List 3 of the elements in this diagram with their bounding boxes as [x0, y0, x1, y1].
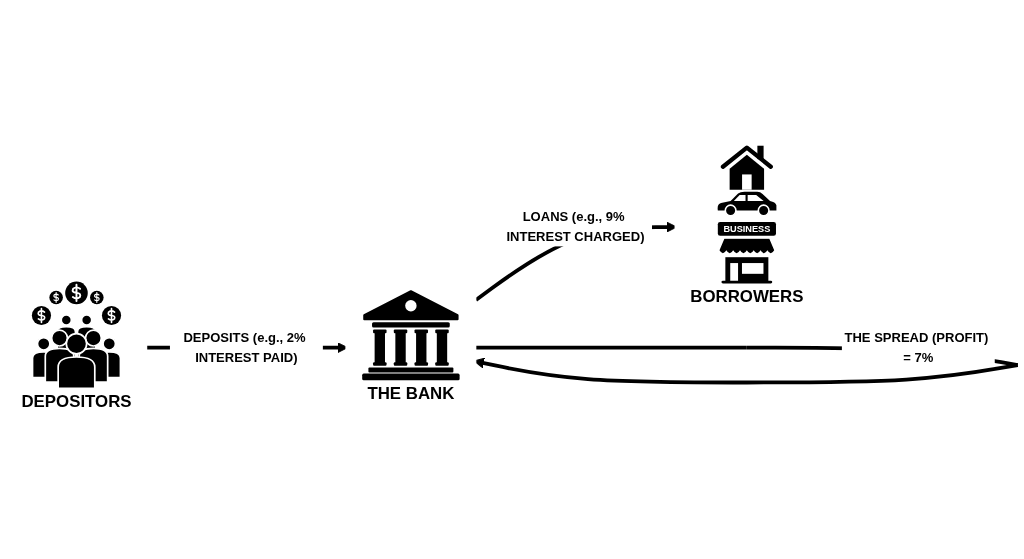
edge-label: THE SPREAD (PROFIT) = 7%: [844, 330, 989, 365]
edge-label: DEPOSITS (e.g., 2% INTEREST PAID): [183, 330, 306, 365]
edge-label: LOANS (e.g., 9% INTEREST CHARGED): [506, 209, 645, 244]
